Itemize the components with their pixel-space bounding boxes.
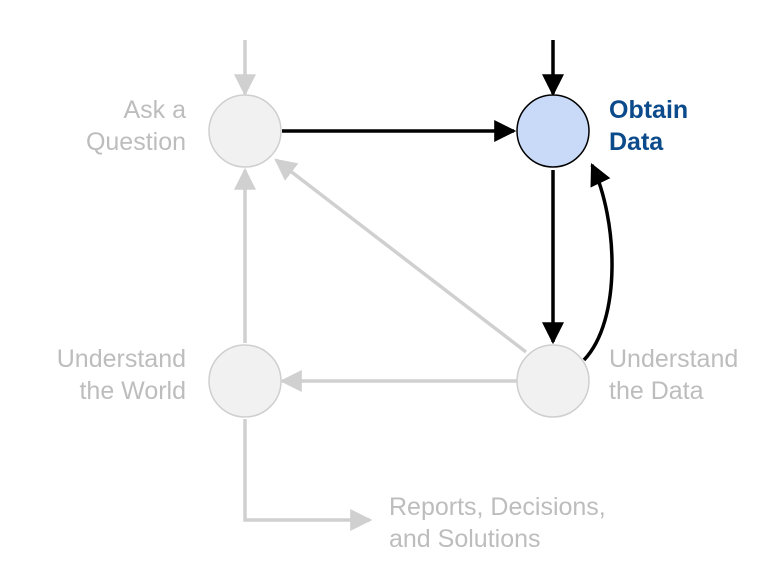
label-output-line1: Reports, Decisions, bbox=[389, 493, 606, 521]
label-understand-data-line2: the Data bbox=[609, 377, 704, 405]
label-ask-question: Ask a Question bbox=[86, 94, 186, 158]
label-ask-question-line2: Question bbox=[85, 128, 186, 156]
label-understand-world-line1: Understand bbox=[56, 345, 186, 373]
label-understand-world-line2: the World bbox=[79, 377, 186, 405]
label-ask-question-line1: Ask a bbox=[123, 96, 186, 124]
label-understand-data: Understand the Data bbox=[609, 343, 738, 407]
label-output-line2: and Solutions bbox=[389, 525, 541, 553]
label-obtain-data: Obtain Data bbox=[609, 94, 688, 158]
arrow-data-to-question bbox=[274, 158, 528, 354]
label-understand-world: Understand the World bbox=[57, 343, 186, 407]
node-understand-data bbox=[516, 344, 590, 418]
arrow-understand-data-to-obtain bbox=[582, 163, 614, 362]
label-obtain-data-line1: Obtain bbox=[609, 96, 689, 124]
arrow-world-to-reports bbox=[243, 419, 373, 531]
label-reports-decisions-solutions: Reports, Decisions, and Solutions bbox=[389, 491, 606, 555]
node-ask-question bbox=[208, 94, 282, 168]
label-obtain-data-line2: Data bbox=[609, 128, 664, 156]
node-understand-world bbox=[208, 344, 282, 418]
label-understand-data-line1: Understand bbox=[609, 345, 739, 373]
node-obtain-data bbox=[516, 94, 590, 168]
